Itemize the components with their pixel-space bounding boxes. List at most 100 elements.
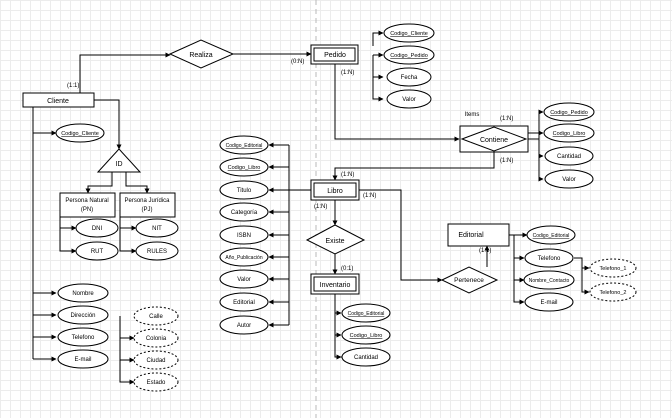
- attr-contiene-valor[interactable]: Valor: [544, 169, 594, 189]
- attr-direccion-estado[interactable]: Estado: [133, 372, 179, 392]
- attr-direccion-ciudad-label: Ciudad: [146, 358, 165, 364]
- attr-inventario-codigo-libro-label: Codigo_Libro: [350, 333, 383, 339]
- attr-libro-ano-publicacion[interactable]: Año_Publicación: [219, 247, 269, 267]
- attr-libro-codigo-editorial[interactable]: Codigo_Editorial: [219, 135, 269, 155]
- attr-libro-isbn[interactable]: ISBN: [219, 225, 269, 245]
- specialization-id[interactable]: ID: [96, 148, 142, 173]
- attr-pedido-fecha[interactable]: Fecha: [386, 67, 432, 87]
- attr-inventario-codigo-editorial-label: Codigo_Editorial: [348, 311, 385, 317]
- relationship-contiene[interactable]: Contiene Items: [459, 112, 529, 153]
- attr-contiene-cantidad[interactable]: Cantidad: [544, 146, 594, 166]
- entity-cliente-label: Cliente: [47, 98, 69, 105]
- attr-direccion-ciudad[interactable]: Ciudad: [133, 350, 179, 370]
- card-realiza-pedido: (0:N): [291, 59, 304, 65]
- entity-persona-juridica-abbr: (PJ): [142, 207, 153, 213]
- attr-contiene-codigo-libro-label: Codigo_Libro: [553, 131, 586, 137]
- entity-editorial-label: Editorial: [458, 232, 484, 239]
- attr-direccion-calle[interactable]: Calle: [133, 306, 179, 326]
- attr-libro-autor[interactable]: Autor: [219, 315, 269, 335]
- entity-libro-label: Libro: [327, 188, 343, 195]
- entity-cliente[interactable]: Cliente: [22, 92, 95, 108]
- attr-cliente-direccion[interactable]: Dirección: [57, 305, 109, 325]
- attr-libro-valor[interactable]: Valor: [219, 269, 269, 289]
- connectors: [32, 30, 590, 385]
- entity-inventario-label: Inventario: [320, 282, 351, 289]
- attr-contiene-codigo-pedido-label: Codigo_Pedido: [550, 110, 588, 116]
- attr-inventario-cantidad-label: Cantidad: [354, 355, 378, 361]
- attr-inventario-codigo-libro[interactable]: Codigo_Libro: [341, 325, 391, 345]
- attr-editorial-telefono-2[interactable]: Telefono_2: [589, 282, 637, 302]
- attr-direccion-calle-label: Calle: [149, 314, 163, 320]
- attr-pn-dni-label: DNI: [92, 226, 103, 232]
- entity-persona-natural-abbr: (PN): [81, 207, 93, 213]
- cardinalities: (1:1) (0:N) (1:N) (1:N) (1:N) (1:N) (1:N…: [67, 59, 513, 272]
- attr-pn-dni[interactable]: DNI: [75, 218, 119, 238]
- card-contiene-down: (1:N): [500, 158, 513, 164]
- entity-persona-juridica[interactable]: Persona Jurídica (PJ): [119, 192, 176, 218]
- attr-direccion-colonia[interactable]: Colonia: [133, 328, 179, 348]
- entity-libro[interactable]: Libro: [310, 179, 360, 201]
- attr-libro-codigo-libro[interactable]: Codigo_Libro: [219, 157, 269, 177]
- attr-libro-isbn-label: ISBN: [237, 233, 251, 239]
- attr-libro-titulo[interactable]: Titulo: [219, 180, 269, 200]
- specialization-id-label: ID: [116, 161, 123, 168]
- attr-libro-categoria[interactable]: Categoría: [219, 202, 269, 222]
- attr-contiene-cantidad-label: Cantidad: [557, 154, 581, 160]
- attr-libro-categoria-label: Categoría: [231, 210, 258, 216]
- attr-cliente-email[interactable]: E-mail: [57, 349, 109, 369]
- attr-editorial-telefono-2-label: Telefono_2: [600, 290, 627, 296]
- attr-pj-rules-label: RULES: [147, 249, 167, 255]
- relationship-realiza[interactable]: Realiza: [168, 39, 235, 69]
- card-pertenece-editorial: (1:1): [479, 248, 491, 254]
- attr-libro-valor-label: Valor: [237, 277, 251, 283]
- relationship-existe[interactable]: Existe: [305, 224, 366, 255]
- attr-pedido-codigo-cliente[interactable]: Codigo_Cliente: [383, 23, 435, 43]
- entity-persona-natural[interactable]: Persona Natural (PN): [59, 192, 116, 218]
- relationship-pertenece[interactable]: Pertenece: [440, 266, 499, 294]
- attr-contiene-codigo-libro[interactable]: Codigo_Libro: [543, 123, 595, 143]
- entity-pedido[interactable]: Pedido: [310, 44, 359, 65]
- relationship-contiene-label: Contiene: [480, 137, 508, 144]
- attr-libro-ano-publicacion-label: Año_Publicación: [225, 255, 262, 261]
- card-contiene-right: (1:N): [500, 116, 513, 122]
- attr-editorial-telefono-label: Telefono: [538, 256, 561, 262]
- attr-cliente-direccion-label: Dirección: [70, 313, 95, 319]
- attr-contiene-valor-label: Valor: [562, 177, 576, 183]
- attr-editorial-email[interactable]: E-mail: [524, 292, 574, 312]
- attr-pn-rut[interactable]: RUT: [75, 241, 119, 261]
- attr-inventario-codigo-editorial[interactable]: Codigo_Editorial: [341, 303, 391, 323]
- attr-editorial-telefono[interactable]: Telefono: [524, 248, 574, 268]
- entity-editorial[interactable]: Editorial: [447, 223, 510, 247]
- attr-cliente-telefono[interactable]: Telefono: [57, 327, 109, 347]
- card-libro-existe: (1:N): [314, 204, 327, 210]
- attr-libro-titulo-label: Titulo: [237, 188, 252, 194]
- attr-editorial-telefono-1[interactable]: Telefono_1: [589, 258, 637, 278]
- attr-pedido-codigo-pedido[interactable]: Codigo_Pedido: [383, 45, 435, 65]
- attr-pedido-codigo-cliente-label: Codigo_Cliente: [390, 31, 428, 37]
- entity-inventario[interactable]: Inventario: [310, 273, 360, 295]
- relationship-realiza-label: Realiza: [189, 52, 212, 59]
- card-libro-right: (1:N): [363, 193, 376, 199]
- attr-pedido-valor[interactable]: Valor: [386, 89, 432, 109]
- attr-pj-rules[interactable]: RULES: [135, 241, 179, 261]
- attr-libro-editorial[interactable]: Editorial: [219, 292, 269, 312]
- relationship-contiene-tag: Items: [465, 112, 480, 118]
- card-cliente-realiza: (1:1): [67, 83, 79, 89]
- attr-pj-nit-label: NIT: [152, 226, 162, 232]
- relationship-pertenece-label: Pertenece: [454, 277, 484, 284]
- attr-libro-autor-label: Autor: [237, 323, 251, 329]
- attr-editorial-email-label: E-mail: [540, 300, 557, 306]
- attr-editorial-nombre-contacto[interactable]: Nombre_Contacto: [523, 270, 575, 290]
- attr-cliente-codigo[interactable]: Codigo_Cliente: [55, 123, 105, 143]
- attr-cliente-email-label: E-mail: [74, 357, 91, 363]
- attr-inventario-cantidad[interactable]: Cantidad: [341, 347, 391, 367]
- attr-editorial-telefono-1-label: Telefono_1: [600, 266, 627, 272]
- attr-cliente-nombre[interactable]: Nombre: [57, 283, 109, 303]
- relationship-existe-label: Existe: [325, 238, 344, 245]
- attr-pj-nit[interactable]: NIT: [135, 218, 179, 238]
- attr-contiene-codigo-pedido[interactable]: Codigo_Pedido: [543, 102, 595, 122]
- card-existe-inventario: (0:1): [341, 266, 353, 272]
- attr-editorial-nombre-contacto-label: Nombre_Contacto: [529, 278, 570, 284]
- attr-editorial-codigo[interactable]: Codigo_Editorial: [526, 225, 576, 245]
